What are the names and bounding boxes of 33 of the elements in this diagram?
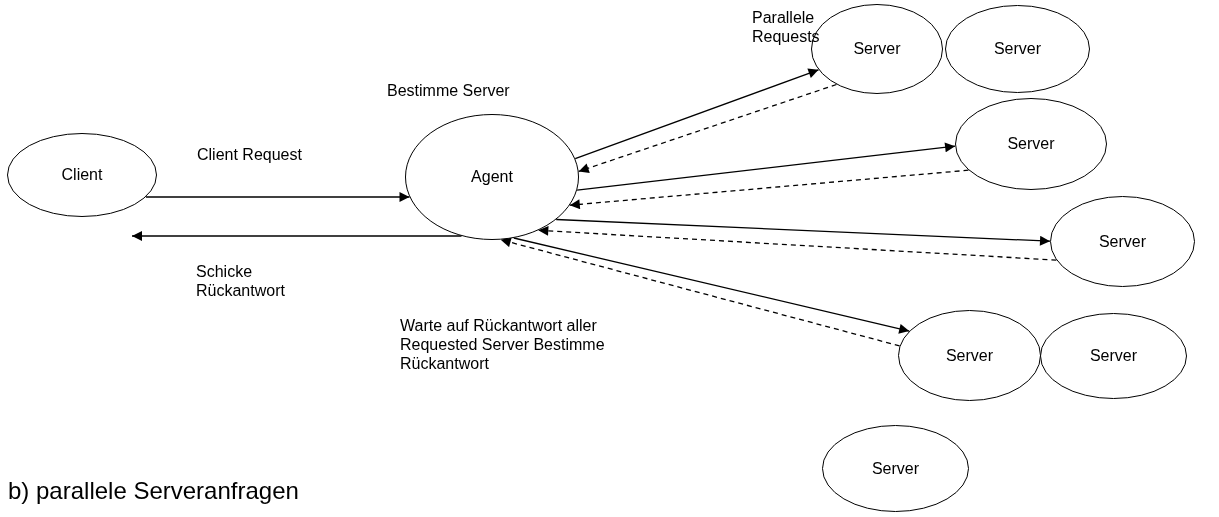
annotation-text: Schicke Rückantwort (196, 262, 286, 300)
arrow (576, 142, 956, 191)
annotation-text: Bestimme Server (387, 81, 511, 100)
ellipse-node (955, 98, 1107, 190)
ellipse-node (1050, 196, 1195, 287)
ellipse-node (898, 310, 1041, 401)
arrow (145, 192, 411, 202)
ellipse-node (7, 133, 157, 217)
arrow (131, 231, 463, 241)
node-label: Server (1007, 135, 1055, 153)
ellipse-node (945, 5, 1090, 93)
node-label: Server (853, 40, 901, 58)
annotation-text: Warte auf Rückantwort aller Requested Server Bestimme Rückantwort (400, 316, 606, 373)
node-label: Agent (471, 168, 513, 186)
node-label: Server (1089, 347, 1138, 365)
arrow (537, 225, 1058, 261)
node-label: Server (1098, 232, 1147, 251)
arrow (500, 237, 901, 347)
node-label: Server (871, 459, 920, 478)
annotation-text: Parallele Requests (752, 8, 821, 46)
arrow (513, 237, 910, 334)
arrow (578, 83, 838, 173)
node-label: Client (61, 166, 103, 184)
arrow (555, 218, 1051, 246)
caption: b) parallele Serveranfragen (8, 477, 299, 505)
node-label: Server (945, 346, 994, 365)
annotation-text: Client Request (197, 145, 303, 164)
arrow (574, 68, 820, 160)
ellipse-node (822, 425, 969, 512)
arrow (569, 169, 970, 210)
node-label: Server (993, 40, 1042, 58)
ellipse-node (405, 114, 579, 240)
ellipse-node (1040, 313, 1187, 399)
